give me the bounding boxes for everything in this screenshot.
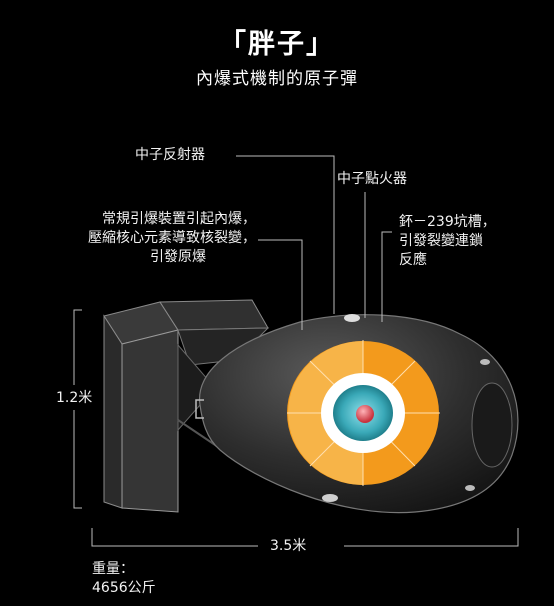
weight-value: 4656公斤 [92,580,156,596]
diagram-subtitle: 內爆式機制的原子彈 [196,69,358,89]
label-plutonium-line2: 引發裂變連鎖 [399,233,483,249]
length-bracket [91,528,519,547]
diagram-title: 「胖子」 [219,29,335,60]
label-neutron-reflector: 中子反射器 [135,147,205,163]
label-neutron-igniter: 中子點火器 [337,171,407,187]
label-explosives-line1: 常規引爆裝置引起內爆， [102,211,256,227]
height-bracket [73,309,82,509]
label-plutonium-line1: 鈈－239坑槽， [399,214,496,230]
label-height: 1.2米 [56,390,93,406]
label-explosives: 常規引爆裝置引起內爆， 壓縮核心元素導致核裂變， 引發原爆 [60,210,256,267]
neutron-igniter-core [356,405,374,423]
weight-label: 重量： [92,561,134,577]
label-plutonium-pit: 鈈－239坑槽， 引發裂變連鎖 反應 [399,213,496,270]
label-explosives-line2: 壓縮核心元素導致核裂變， [88,230,256,246]
label-plutonium-line3: 反應 [399,252,427,268]
label-explosives-line3: 引發原爆 [150,249,206,265]
label-length: 3.5米 [270,538,307,554]
leader-lines [236,155,392,330]
tail-fin-box [103,299,270,513]
weight-info: 重量： 4656公斤 [92,560,156,598]
